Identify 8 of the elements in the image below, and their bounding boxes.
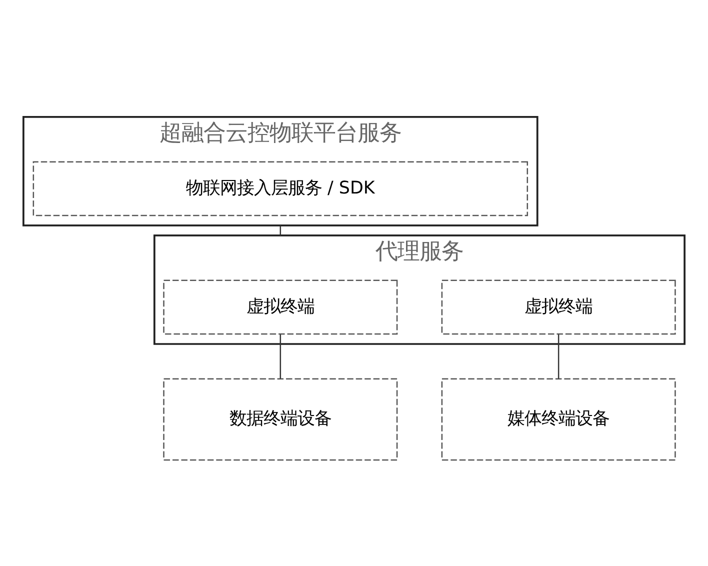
node-box: 物联网接入层服务 / SDK: [32, 160, 528, 216]
node-box: 虚拟终端: [163, 279, 398, 334]
connector: [280, 225, 282, 235]
node-box: 数据终端设备: [163, 378, 398, 460]
connector: [558, 334, 560, 378]
connector: [280, 334, 282, 378]
node-box: 虚拟终端: [441, 279, 676, 334]
node-box: 媒体终端设备: [441, 378, 676, 460]
